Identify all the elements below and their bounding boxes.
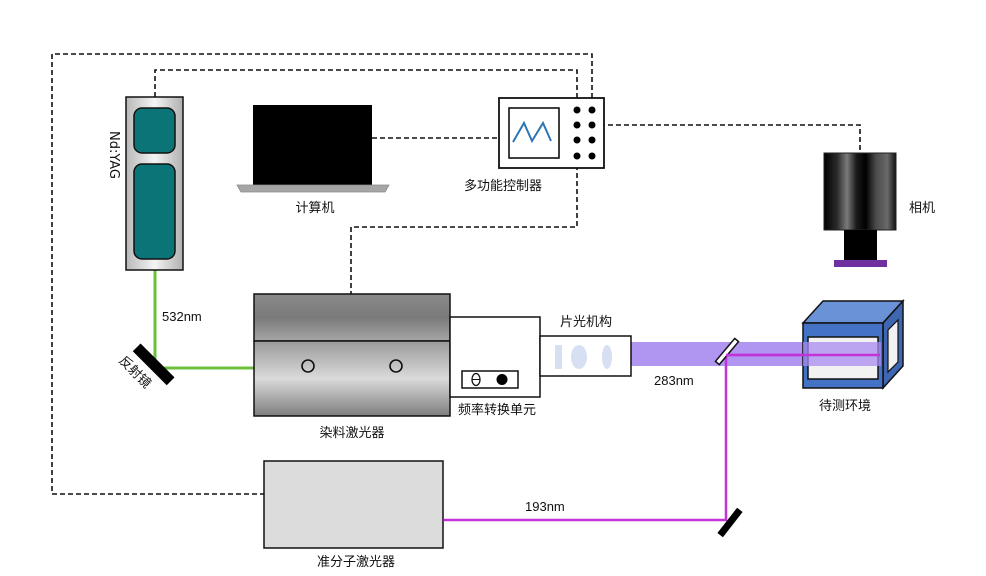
dye-laser[interactable] xyxy=(253,293,451,417)
dichroic-mirror xyxy=(714,337,740,366)
mirror-bottom-right xyxy=(717,507,743,538)
camera[interactable] xyxy=(823,152,897,267)
signal-cables xyxy=(51,53,861,495)
controller-label: 多功能控制器 xyxy=(464,178,542,194)
sheet-optics-label: 片光机构 xyxy=(560,315,612,330)
cable-controller-excimer xyxy=(51,53,593,495)
frequency-unit-label: 频率转换单元 xyxy=(458,402,536,418)
sheet-optics[interactable] xyxy=(539,335,632,377)
frequency-conversion-unit[interactable] xyxy=(449,316,541,398)
cable-controller-camera xyxy=(592,124,861,153)
camera-label: 相机 xyxy=(909,201,935,216)
beam-283nm-label: 283nm xyxy=(654,373,694,388)
test-environment-label: 待测环境 xyxy=(819,399,871,414)
controller-ports xyxy=(573,106,596,160)
waveform-icon xyxy=(512,120,552,144)
beam-532nm-label: 532nm xyxy=(162,309,202,324)
cable-controller-dye xyxy=(350,157,578,294)
multifunction-controller[interactable] xyxy=(498,97,605,169)
camera-filter xyxy=(834,260,887,267)
nd-yag-label: Nd:YAG xyxy=(106,131,121,179)
excimer-laser-label: 准分子激光器 xyxy=(317,555,395,570)
computer-label: 计算机 xyxy=(295,201,334,216)
mirror-left xyxy=(132,343,175,386)
nd-yag-laser[interactable] xyxy=(125,96,184,271)
dye-laser-label: 染料激光器 xyxy=(319,426,384,441)
excimer-laser[interactable] xyxy=(263,460,444,549)
cable-controller-ndyag xyxy=(154,69,578,106)
computer[interactable] xyxy=(236,105,390,193)
beam-193nm-label: 193nm xyxy=(525,499,565,514)
